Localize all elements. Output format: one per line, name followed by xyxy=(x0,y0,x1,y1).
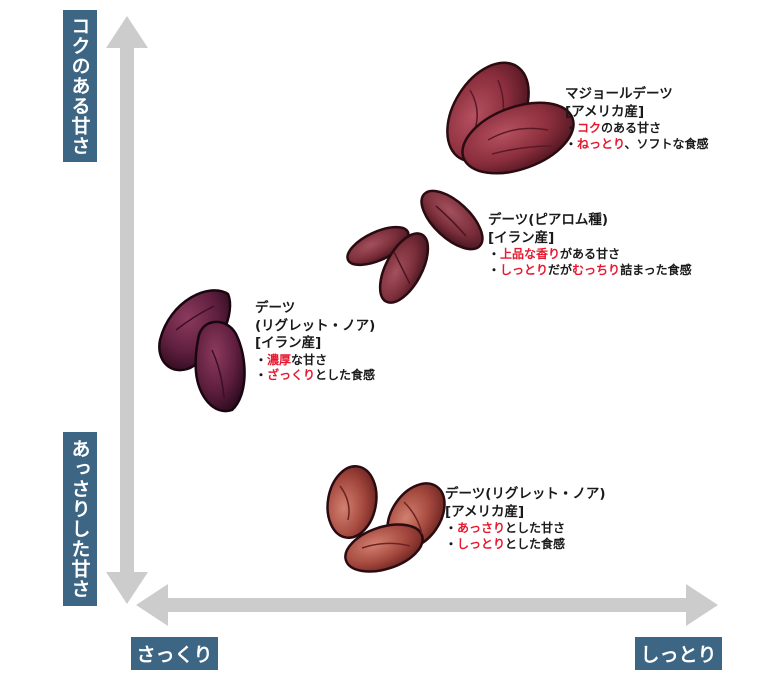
feature-text: とした食感 xyxy=(505,536,566,551)
y-axis-line xyxy=(120,46,134,576)
feature-text: だが xyxy=(548,262,573,277)
x-axis-left-label: さっくり xyxy=(131,637,218,670)
item-name-line: デーツ xyxy=(255,300,296,316)
y-axis-arrow-down xyxy=(106,572,148,604)
feature-text: 、ソフトな食感 xyxy=(624,136,709,151)
feature-text: のある甘さ xyxy=(601,121,662,136)
item-origin: [アメリカ産] xyxy=(445,503,525,520)
us-dates-illustration xyxy=(326,465,446,573)
feature-highlight: ねっとり xyxy=(577,136,625,151)
feature-texture: ・しっとりとした食感 xyxy=(445,536,566,551)
y-axis-bottom-label: あっさりした甘さ xyxy=(63,432,97,606)
feature-taste: ・上品な香りがある甘さ xyxy=(488,247,621,262)
feature-highlight: ざっくり xyxy=(267,368,316,383)
y-axis-top-label: コクのある甘さ xyxy=(63,10,97,162)
iran-regret-noa-description: デーツ (リグレット・ノア) [イラン産] ・濃厚な甘さ ・ざっくりとした食感 xyxy=(255,300,375,384)
feature-text: とした食感 xyxy=(315,368,376,383)
feature-text: 詰まった食感 xyxy=(620,262,692,277)
x-axis-right-label: しっとり xyxy=(635,637,722,670)
feature-taste: ・あっさりとした甘さ xyxy=(445,521,566,536)
feature-highlight: あっさり xyxy=(457,521,506,536)
piarom-dates-illustration xyxy=(346,189,484,304)
item-name-line: (リグレット・ノア) xyxy=(255,317,376,334)
feature-texture: ・しっとりだがむっちり詰まった食感 xyxy=(488,262,692,277)
feature-taste: ・コクのある甘さ xyxy=(565,121,662,136)
item-name-line: デーツ(リグレット・ノア) xyxy=(445,486,606,502)
y-axis-arrow-up xyxy=(106,16,148,48)
iran-dates-illustration xyxy=(158,289,246,413)
x-axis-line xyxy=(166,598,686,612)
feature-highlight: しっとり xyxy=(457,536,506,551)
feature-highlight: むっちり xyxy=(572,262,621,277)
majool-dates-illustration xyxy=(446,61,575,175)
majool-date-description: マジョールデーツ [アメリカ産] ・コクのある甘さ ・ねっとり、ソフトな食感 xyxy=(565,86,709,152)
feature-highlight: コク xyxy=(577,121,602,136)
item-origin: [アメリカ産] xyxy=(565,103,645,120)
item-origin: [イラン産] xyxy=(488,229,555,246)
feature-taste: ・濃厚な甘さ xyxy=(255,352,328,367)
piarom-date-description: デーツ(ピアロム種) [イラン産] ・上品な香りがある甘さ ・しっとりだがむっち… xyxy=(488,212,692,278)
us-regret-noa-description: デーツ(リグレット・ノア) [アメリカ産] ・あっさりとした甘さ ・しっとりとし… xyxy=(445,486,606,552)
feature-text: がある甘さ xyxy=(560,247,621,262)
item-origin: [イラン産] xyxy=(255,335,322,352)
feature-texture: ・ざっくりとした食感 xyxy=(255,368,376,383)
x-axis-arrow-right xyxy=(686,584,718,626)
feature-text: な甘さ xyxy=(291,352,328,367)
item-name-line: デーツ(ピアロム種) xyxy=(488,212,609,228)
feature-texture: ・ねっとり、ソフトな食感 xyxy=(565,136,709,151)
feature-highlight: 濃厚 xyxy=(267,352,292,367)
feature-highlight: 上品な香り xyxy=(500,247,561,262)
x-axis-arrow-left xyxy=(136,584,168,626)
feature-text: とした甘さ xyxy=(505,521,566,536)
item-name-line: マジョールデーツ xyxy=(565,86,673,102)
feature-highlight: しっとり xyxy=(500,262,549,277)
